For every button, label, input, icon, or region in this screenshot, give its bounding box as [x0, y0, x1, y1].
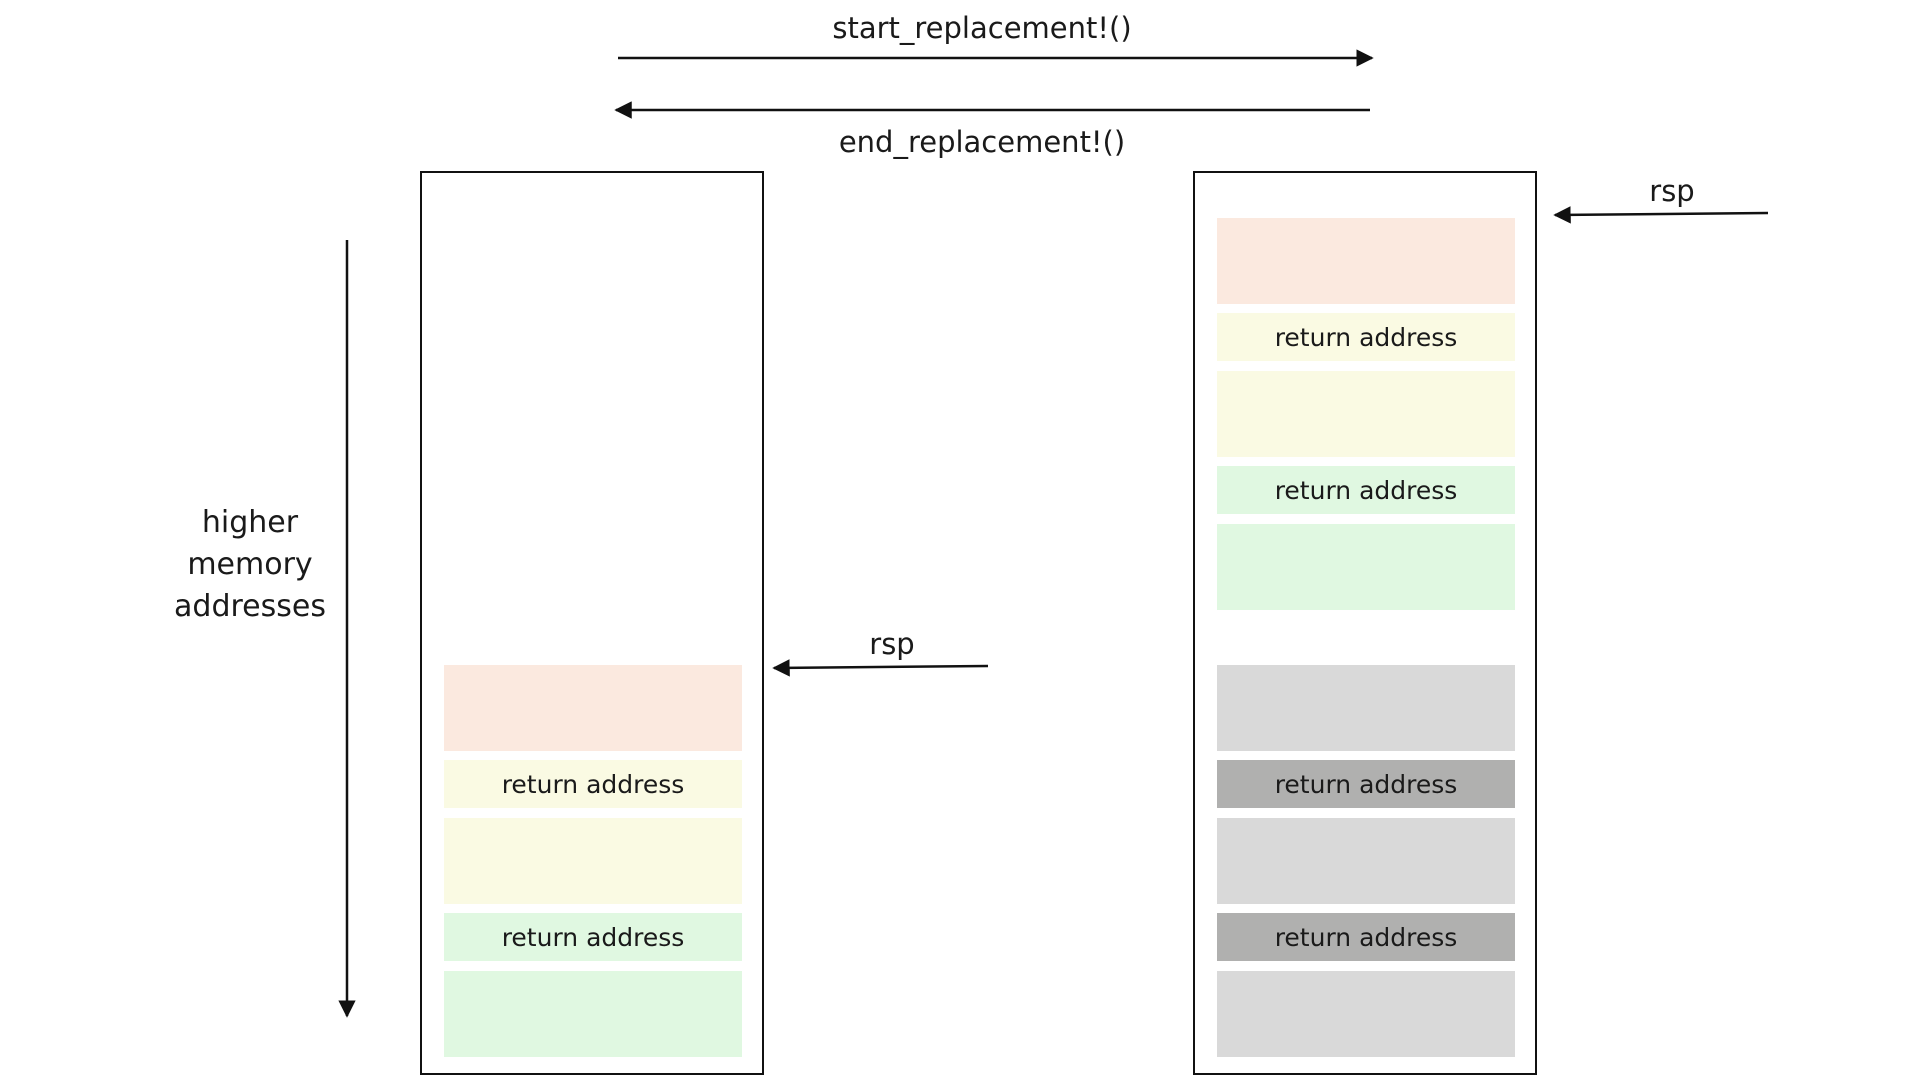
- right-stack-frame-2: [1217, 371, 1515, 457]
- return-address-label: return address: [501, 769, 685, 799]
- return-address-label: return address: [501, 922, 685, 952]
- right-stack-frame-3: [1217, 524, 1515, 610]
- right-rsp-arrow: [1553, 206, 1769, 224]
- right-stack-old-frame-1: [1217, 665, 1515, 751]
- left-rsp-label: rsp: [869, 627, 915, 661]
- right-stack-return-address-1: return address: [1217, 313, 1515, 361]
- right-rsp-label: rsp: [1649, 174, 1695, 208]
- return-address-label: return address: [1274, 769, 1458, 799]
- right-stack-old-frame-3: [1217, 971, 1515, 1057]
- higher-memory-addresses-label: higher memory addresses: [150, 502, 350, 628]
- left-stack-frame-2: [444, 818, 742, 904]
- left-stack-frame-1: [444, 665, 742, 751]
- left-stack-return-address-1: return address: [444, 760, 742, 808]
- left-stack-return-address-2: return address: [444, 913, 742, 961]
- right-stack-frame-1: [1217, 218, 1515, 304]
- return-address-label: return address: [1274, 475, 1458, 505]
- start-replacement-label: start_replacement!(): [832, 11, 1132, 45]
- right-stack-old-frame-2: [1217, 818, 1515, 904]
- left-stack-frame-3: [444, 971, 742, 1057]
- right-stack: return address return address return add…: [1193, 171, 1537, 1075]
- end-replacement-label: end_replacement!(): [838, 125, 1126, 159]
- axis-label-text: higher memory addresses: [174, 505, 326, 624]
- right-stack-return-address-2: return address: [1217, 466, 1515, 514]
- left-stack: return address return address: [420, 171, 764, 1075]
- right-stack-old-return-address-1: return address: [1217, 760, 1515, 808]
- left-rsp-arrow: [772, 659, 989, 677]
- right-stack-old-return-address-2: return address: [1217, 913, 1515, 961]
- return-address-label: return address: [1274, 322, 1458, 352]
- return-address-label: return address: [1274, 922, 1458, 952]
